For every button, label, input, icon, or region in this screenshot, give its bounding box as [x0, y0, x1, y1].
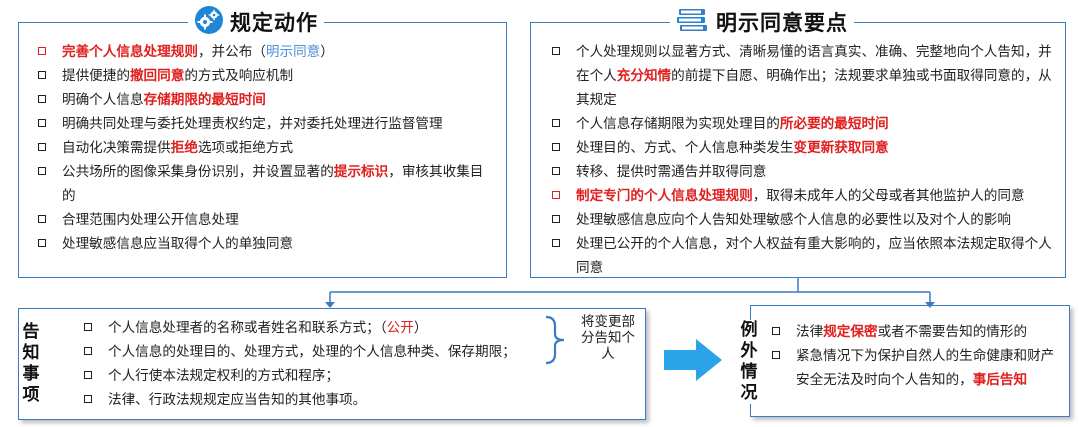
- notify-panel: [18, 308, 646, 420]
- right-panel-header: 明示同意要点: [670, 6, 854, 38]
- list-item-text: 紧急情况下为保护自然人的生命健康和财产安全无法及时向个人告知的，: [796, 348, 1055, 388]
- list-item: 个人信息存储期限为实现处理目的所必要的最短时间: [552, 112, 1052, 136]
- list-item-text: 个人信息存储期限为实现处理目的: [576, 116, 780, 132]
- list-item: 紧急情况下为保护自然人的生命健康和财产安全无法及时向个人告知的，事后告知: [772, 344, 1064, 392]
- list-item-text: 合理范围内处理公开信息处理: [62, 212, 239, 228]
- list-item: 明确共同处理与委托处理责权约定，并对委托处理进行监督管理: [38, 112, 494, 136]
- list-item: 个人信息的处理目的、处理方式，处理的个人信息种类、保存期限；: [84, 340, 554, 364]
- list-item-text: 明确个人信息: [62, 92, 144, 108]
- checkbox-bullet-icon: [38, 239, 46, 247]
- notify-panel-list: 个人信息处理者的名称或者姓名和联系方式；（公开） 个人信息的处理目的、处理方式，处…: [84, 316, 554, 412]
- checkbox-bullet-icon: [552, 167, 560, 175]
- list-item: 自动化决策需提供拒绝选项或拒绝方式: [38, 136, 494, 160]
- checkbox-bullet-icon: [552, 47, 560, 55]
- list-item-text: 事后告知: [972, 372, 1028, 388]
- list-item: 处理敏感信息应当取得个人的单独同意: [38, 232, 494, 256]
- list-item-text: 规定保密: [823, 324, 878, 340]
- list-item: 制定专门的个人信息处理规则，取得未成年人的父母或者其他监护人的同意: [552, 184, 1052, 208]
- right-panel-title: 明示同意要点: [716, 11, 848, 35]
- list-item-text: 或者不需要告知的情形的: [877, 324, 1028, 340]
- list-item-text: ，审核其收集目的: [62, 164, 484, 204]
- list-item-text: 的方式及响应机制: [184, 68, 294, 84]
- list-item: 处理敏感信息应向个人告知处理敏感个人信息的必要性以及对个人的影响: [552, 208, 1052, 232]
- list-item-text: 所必要的最短时间: [779, 116, 889, 132]
- list-item-text: 存储期限的最短时间: [143, 92, 266, 108]
- right-arrow-icon: [664, 339, 722, 381]
- curly-brace: [545, 315, 565, 365]
- list-item-text: 明确共同处理与委托处理责权约定，并对委托处理进行监督管理: [62, 116, 443, 132]
- list-item-text: 提供便捷的: [62, 68, 130, 84]
- list-item-text: 个人信息的处理目的、处理方式，处理的个人信息种类、保存期限；: [108, 344, 516, 360]
- checkbox-bullet-icon: [38, 143, 46, 151]
- list-item: 公共场所的图像采集身份识别，并设置显著的提示标识，审核其收集目的: [38, 160, 494, 208]
- notify-panel-label: 告知事项: [22, 322, 40, 405]
- stacked-books-icon: [676, 6, 710, 38]
- list-item-text: 选项或拒绝方式: [197, 140, 294, 156]
- list-item-text: 个人行使本法规定权利的方式和程序；: [108, 368, 340, 384]
- list-item: 完善个人信息处理规则，并公布（明示同意）: [38, 40, 494, 64]
- list-item-text: 公开: [386, 320, 414, 336]
- list-item-text: ）: [320, 44, 334, 60]
- checkbox-bullet-icon: [38, 119, 46, 127]
- exception-panel-label: 例外情况: [739, 320, 759, 404]
- list-item-text: 个人处理规则以显著方式、清晰易懂的语言真实、准确、完整地向个人告知，并在个人: [576, 44, 1052, 84]
- list-item-text: 制定专门的个人信息处理规则: [576, 188, 753, 204]
- list-item-text: 拒绝: [170, 140, 198, 156]
- list-item-text: ，并公布（: [197, 44, 266, 60]
- checkbox-bullet-icon: [38, 167, 46, 175]
- list-item-text: 个人信息处理者的名称或者姓名和联系方式；（: [108, 320, 387, 336]
- list-item: 提供便捷的撤回同意的方式及响应机制: [38, 64, 494, 88]
- list-item-text: 撤回同意: [129, 68, 185, 84]
- exception-panel-list: 法律规定保密或者不需要告知的情形的紧急情况下为保护自然人的生命健康和财产安全无法…: [772, 320, 1064, 392]
- list-item-text: 处理敏感信息应当取得个人的单独同意: [62, 236, 294, 252]
- checkbox-bullet-icon: [552, 119, 560, 127]
- list-item-text: 明示同意: [265, 44, 321, 60]
- list-item-text: 法律: [796, 324, 824, 340]
- list-item: 法律规定保密或者不需要告知的情形的: [772, 320, 1064, 344]
- list-item-text: 的前提下自愿、明确作出；法规要求单独或书面取得同意的，从其规定: [576, 68, 1052, 108]
- gears-icon: [194, 5, 224, 39]
- list-item-text: 变更新获取同意: [793, 140, 889, 156]
- list-item-text: 提示标识: [333, 164, 389, 180]
- list-item: 法律、行政法规规定应当告知的其他事项。: [84, 388, 554, 412]
- checkbox-bullet-icon: [552, 239, 560, 247]
- list-item-text: 处理目的、方式、个人信息种类发生: [576, 140, 794, 156]
- checkbox-bullet-icon: [552, 143, 560, 151]
- left-panel-list: 完善个人信息处理规则，并公布（明示同意）提供便捷的撤回同意的方式及响应机制明确个…: [38, 40, 494, 256]
- checkbox-bullet-icon: [772, 351, 780, 359]
- list-item-text: 转移、提供时需通告并取得同意: [576, 164, 767, 180]
- checkbox-bullet-icon: [552, 191, 560, 199]
- list-item: 明确个人信息存储期限的最短时间: [38, 88, 494, 112]
- list-item-text: 法律、行政法规规定应当告知的其他事项。: [108, 392, 367, 408]
- list-item: 处理已公开的个人信息，对个人权益有重大影响的，应当依照本法规定取得个人同意: [552, 232, 1052, 280]
- list-item: 合理范围内处理公开信息处理: [38, 208, 494, 232]
- left-panel-title: 规定动作: [230, 11, 318, 35]
- checkbox-bullet-icon: [84, 395, 92, 403]
- list-item-text: 公共场所的图像采集身份识别，并设置显著的: [62, 164, 334, 180]
- list-item-text: 处理敏感信息应向个人告知处理敏感个人信息的必要性以及对个人的影响: [576, 212, 1011, 228]
- checkbox-bullet-icon: [38, 95, 46, 103]
- list-item: 个人处理规则以显著方式、清晰易懂的语言真实、准确、完整地向个人告知，并在个人充分…: [552, 40, 1052, 112]
- list-item: 个人信息处理者的名称或者姓名和联系方式；（公开）: [84, 316, 554, 340]
- list-item-text: 自动化决策需提供: [62, 140, 171, 156]
- brace-note: 将变更部分告知个人: [581, 314, 635, 362]
- checkbox-bullet-icon: [84, 371, 92, 379]
- right-panel-list: 个人处理规则以显著方式、清晰易懂的语言真实、准确、完整地向个人告知，并在个人充分…: [552, 40, 1052, 280]
- checkbox-bullet-icon: [38, 47, 46, 55]
- list-item: 转移、提供时需通告并取得同意: [552, 160, 1052, 184]
- list-item-text: ）: [413, 320, 428, 336]
- list-item-text: 完善个人信息处理规则: [62, 44, 198, 60]
- list-item-text: 充分知情: [616, 68, 672, 84]
- list-item-text: ，取得未成年人的父母或者其他监护人的同意: [752, 188, 1025, 204]
- list-item: 处理目的、方式、个人信息种类发生变更新获取同意: [552, 136, 1052, 160]
- checkbox-bullet-icon: [552, 215, 560, 223]
- left-panel-header: 规定动作: [188, 6, 324, 38]
- checkbox-bullet-icon: [38, 71, 46, 79]
- checkbox-bullet-icon: [84, 347, 92, 355]
- checkbox-bullet-icon: [84, 323, 92, 331]
- checkbox-bullet-icon: [38, 215, 46, 223]
- list-item-text: 处理已公开的个人信息，对个人权益有重大影响的，应当依照本法规定取得个人同意: [576, 236, 1052, 276]
- checkbox-bullet-icon: [772, 327, 780, 335]
- list-item: 个人行使本法规定权利的方式和程序；: [84, 364, 554, 388]
